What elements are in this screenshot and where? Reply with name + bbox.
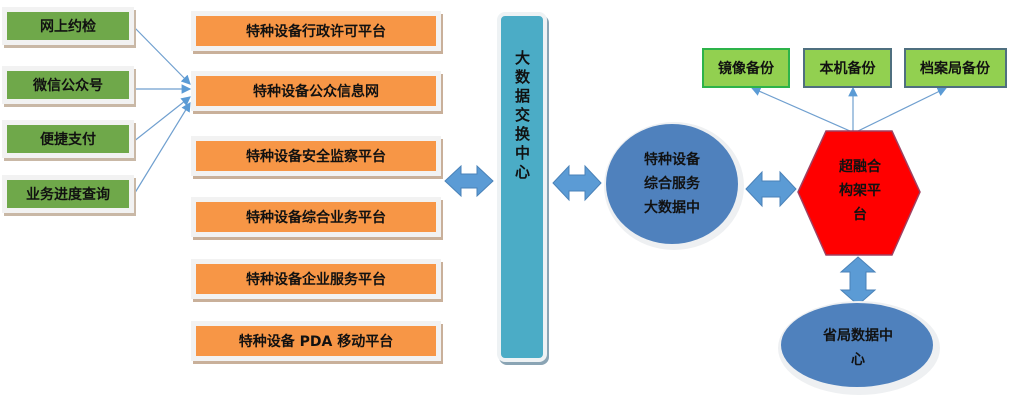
arrow-channel-4 [132, 101, 191, 197]
platform-integrated-business: 特种设备综合业务平台 [191, 197, 441, 237]
channel-wechat: 微信公众号 [2, 66, 134, 104]
platform-enterprise-service: 特种设备企业服务平台 [191, 259, 441, 299]
double-arrow-platforms-exchange [444, 164, 494, 198]
backup-mirror: 镜像备份 [702, 48, 790, 88]
data-exchange-center: 大数据交换中心 [497, 12, 547, 362]
platform-public-info: 特种设备公众信息网 [191, 71, 441, 111]
arrow-channel-1 [132, 25, 191, 85]
hyperconverged-line1: 超融合 [839, 159, 881, 175]
provincial-center-line1: 省局数据中 [823, 328, 893, 344]
service-center-line1: 特种设备 [644, 152, 700, 168]
platform-safety-supervision: 特种设备安全监察平台 [191, 136, 441, 176]
arrow-to-archive-backup [857, 87, 948, 132]
provincial-center-line2: 心 [851, 352, 865, 368]
hyperconverged-label: 超融合 构架平 台 [820, 155, 900, 227]
channel-online-inspection: 网上约检 [2, 7, 134, 45]
channel-progress-query: 业务进度查询 [2, 175, 134, 213]
double-arrow-hyperconverged-provincial [839, 256, 877, 306]
backup-archive: 档案局备份 [904, 48, 1007, 88]
provincial-center-fill [781, 303, 933, 387]
service-center-label: 特种设备 综合服务 大数据中 [606, 148, 738, 220]
provincial-center-label: 省局数据中 心 [790, 324, 926, 372]
platform-admin-license: 特种设备行政许可平台 [191, 11, 441, 51]
service-center-line3: 大数据中 [644, 200, 700, 216]
double-arrow-exchange-service [552, 164, 602, 202]
hyperconverged-line2: 构架平 [839, 183, 881, 199]
arrow-to-mirror-backup [750, 86, 851, 132]
arrow-channel-3 [132, 96, 191, 143]
service-center-line2: 综合服务 [644, 176, 700, 192]
hyperconverged-line3: 台 [853, 207, 867, 223]
platform-pda-mobile: 特种设备 PDA 移动平台 [191, 321, 441, 361]
channel-payment: 便捷支付 [2, 120, 134, 158]
data-exchange-center-label: 大数据交换中心 [513, 50, 531, 183]
service-center-fill [606, 124, 738, 244]
hyperconverged-hexagon [797, 130, 921, 256]
double-arrow-service-hyperconverged [745, 170, 797, 208]
backup-local: 本机备份 [803, 48, 892, 88]
